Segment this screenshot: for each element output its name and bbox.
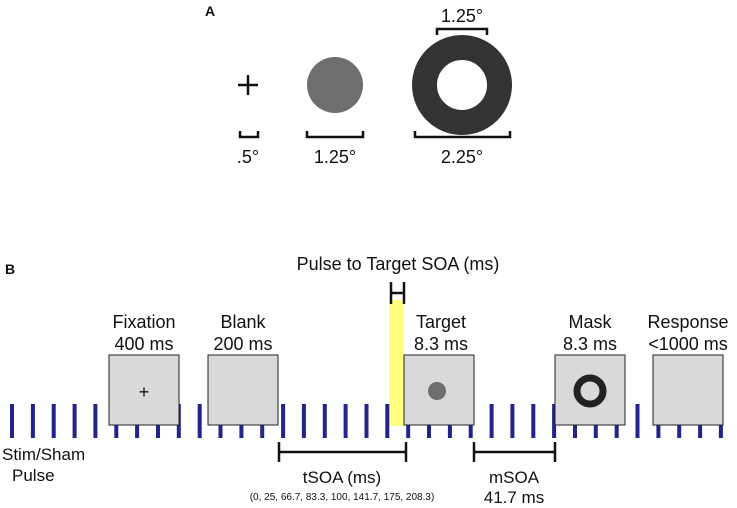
mask-inner-bracket: [435, 27, 489, 35]
msoa-label: mSOA: [489, 468, 540, 487]
tsoa-label: tSOA (ms): [303, 468, 381, 487]
pulse-bar: [30, 404, 35, 438]
stage-name-fixation: Fixation: [112, 312, 175, 332]
fixation-size-bracket: [238, 131, 260, 139]
mask-inner-size-label: 1.25°: [441, 6, 483, 26]
mask-screen-ring: [573, 374, 607, 408]
target-size-label: 1.25°: [314, 147, 356, 167]
pulse-bar: [51, 404, 56, 438]
stage-duration-blank: 200 ms: [213, 334, 272, 354]
mask-ring: [412, 35, 512, 135]
stage-duration-fixation: 400 ms: [114, 334, 173, 354]
mask-screen: [554, 354, 626, 426]
pulse-bar: [531, 404, 536, 438]
pulse-bar: [281, 404, 286, 438]
msoa-bracket: [472, 442, 557, 462]
tsoa-bracket: [277, 442, 408, 462]
pulse-bar: [72, 404, 77, 438]
mask-outer-size-label: 2.25°: [441, 147, 483, 167]
pulse-bar: [489, 404, 494, 438]
fixation-size-label: .5°: [237, 147, 259, 167]
pulse-bar: [635, 404, 640, 438]
tsoa-values: (0, 25, 66.7, 83.3, 100, 141.7, 175, 208…: [250, 492, 435, 503]
stage-name-response: Response: [647, 312, 728, 332]
target-screen-disc: [428, 382, 446, 400]
stage-duration-mask: 8.3 ms: [563, 334, 617, 354]
msoa-value: 41.7 ms: [484, 488, 544, 507]
pulse-bar: [343, 404, 348, 438]
pulse-bar: [322, 404, 327, 438]
blank-screen: [207, 354, 279, 426]
pulse-bar: [385, 404, 390, 438]
stage-name-mask: Mask: [568, 312, 612, 332]
pulse-label-line1: Stim/Sham: [2, 445, 85, 464]
pulse-bar: [10, 404, 14, 438]
pulse-bar: [552, 404, 557, 438]
fixation-screen: [108, 354, 180, 426]
mask-outer-bracket: [413, 131, 512, 139]
pulse-bar: [93, 404, 98, 438]
panel-b-label: B: [5, 261, 15, 277]
pulse-to-target-bracket: [389, 282, 406, 304]
stage-name-target: Target: [416, 312, 466, 332]
fixation-screen-cross: +: [139, 382, 150, 402]
pulse-label-line2: Pulse: [12, 466, 55, 485]
panel-a-label: A: [205, 3, 215, 19]
pulse-bar: [364, 404, 369, 438]
pulse-target-highlight: [389, 300, 404, 426]
target-size-bracket: [305, 131, 365, 139]
stage-name-blank: Blank: [220, 312, 266, 332]
response-screen: [652, 354, 724, 426]
pulse-bar: [510, 404, 515, 438]
stage-duration-target: 8.3 ms: [414, 334, 468, 354]
fixation-cross-icon: [238, 75, 258, 95]
pulse-to-target-label: Pulse to Target SOA (ms): [297, 254, 500, 274]
target-disc: [307, 57, 363, 113]
stage-duration-response: <1000 ms: [648, 334, 728, 354]
pulse-bar: [301, 404, 306, 438]
pulse-bar: [197, 404, 202, 438]
